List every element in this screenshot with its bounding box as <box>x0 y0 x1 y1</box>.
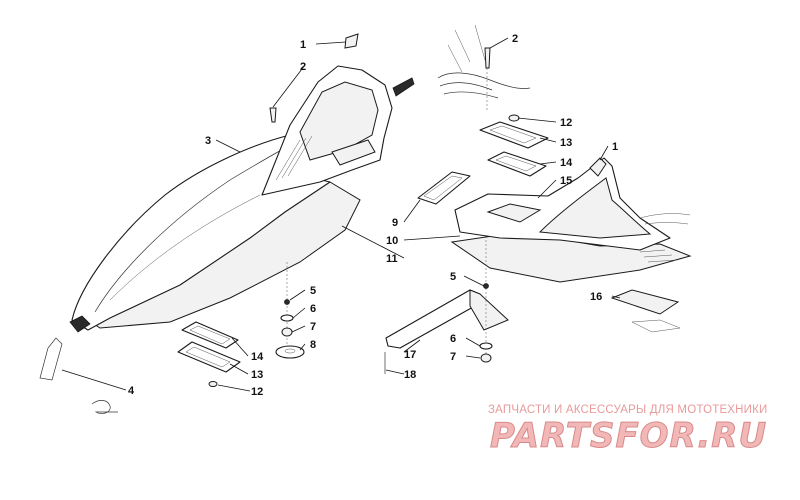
callout-grille: 9 <box>392 217 398 229</box>
mounting-bracket <box>384 289 509 374</box>
console-handle <box>392 77 415 97</box>
callout-vent-insert: 16 <box>590 291 602 303</box>
right-vent-stack <box>479 121 549 177</box>
hood-inner-edge <box>94 139 301 313</box>
callout-rivet-top-right: 12 <box>560 117 572 129</box>
washer-right <box>479 342 493 350</box>
pin-shaft <box>39 337 63 381</box>
vent-frame-inner <box>185 346 231 368</box>
callout-washer-right: 6 <box>450 333 456 345</box>
callout-grommet: 8 <box>310 339 316 351</box>
vent-insert-right <box>610 289 681 333</box>
nut-left <box>281 327 293 337</box>
callout-washer-small-right: 5 <box>450 271 456 283</box>
screw-left <box>269 107 277 123</box>
console-recess <box>299 81 379 161</box>
steering-spring <box>437 72 531 99</box>
leader-lines <box>61 37 621 392</box>
callout-belly-pan: 11 <box>386 253 398 265</box>
callout-washer-left: 6 <box>310 303 316 315</box>
vent-frame-lower-left <box>177 341 241 373</box>
pin-clip <box>91 400 118 414</box>
left-fastener-stack <box>275 262 305 359</box>
callout-side-panel: 15 <box>560 175 572 187</box>
callout-nut-left: 7 <box>310 321 316 333</box>
callout-vent-frame-lower-left: 13 <box>251 369 263 381</box>
vent-gasket-top-right <box>487 151 547 177</box>
callout-bracket-pin: 18 <box>404 369 416 381</box>
right-top-fasteners <box>484 47 520 122</box>
grommet-hole <box>284 348 296 354</box>
hood-nose-tip <box>69 315 91 333</box>
hood-pin <box>39 337 118 414</box>
rivet-lower-left <box>208 381 218 387</box>
callout-screw-top-right: 2 <box>512 33 518 45</box>
bracket-flange <box>469 289 509 331</box>
callout-hood: 3 <box>205 135 211 147</box>
nut-right <box>480 353 492 363</box>
console-ribs <box>275 135 313 181</box>
vent-gasket-lower-left <box>181 321 239 349</box>
watermark-caption: ЗАПЧАСТИ И АКСЕССУАРЫ ДЛЯ МОТОТЕХНИКИ <box>488 404 768 416</box>
steering-rods <box>447 24 486 73</box>
vent-frame-top-right-inner <box>489 125 537 144</box>
latch-left <box>344 33 359 49</box>
side-panel-cutout <box>538 177 652 239</box>
callout-bracket: 17 <box>404 349 416 361</box>
callout-vent-gasket-lower-left: 14 <box>251 351 264 363</box>
vent-gasket-inner <box>189 325 231 345</box>
right-fastener-stack <box>479 240 493 363</box>
callout-nut-right: 7 <box>450 351 456 363</box>
watermark-logo: PARTSFOR.RU <box>490 416 768 457</box>
vent-grille-left <box>417 171 471 205</box>
washer-small-left <box>284 299 290 305</box>
callout-side-panel-base: 10 <box>386 235 398 247</box>
callout-latch-right: 1 <box>612 141 618 153</box>
side-panel-wire <box>639 213 691 225</box>
hood-crease <box>109 194 261 301</box>
callout-vent-gasket-top-right: 14 <box>560 157 573 169</box>
grommet-left <box>275 345 305 359</box>
washer-small-right <box>483 283 489 289</box>
side-panel-assembly <box>450 157 692 283</box>
callout-hood-pin: 4 <box>128 385 135 397</box>
vent-insert <box>610 289 680 315</box>
washer-left <box>280 314 294 322</box>
vent-insert-gasket <box>631 319 681 333</box>
callout-screw-left: 2 <box>300 61 306 73</box>
screw-top-right <box>484 47 491 69</box>
callout-latch-left: 1 <box>300 39 306 51</box>
side-panel-ribs <box>639 249 677 263</box>
console-vent <box>331 139 376 166</box>
callout-washer-small-left: 5 <box>310 285 316 297</box>
grille-inner <box>423 175 463 201</box>
latch-right <box>589 157 607 177</box>
left-vent-stack <box>177 321 241 387</box>
side-panel-body <box>454 157 671 251</box>
callout-labels: 1 2 3 4 5 6 7 8 9 10 11 12 13 14 15 16 1… <box>128 33 618 398</box>
vent-frame-top-right <box>479 121 549 149</box>
vent-gasket-top-right-inner <box>495 155 537 172</box>
callout-vent-frame-top-right: 13 <box>560 137 572 149</box>
grille-frame <box>417 171 471 205</box>
callout-rivet-lower-left: 12 <box>251 386 263 398</box>
side-panel-insert <box>486 203 542 223</box>
rivet-top-right <box>508 114 520 122</box>
hood-assembly <box>69 65 415 333</box>
